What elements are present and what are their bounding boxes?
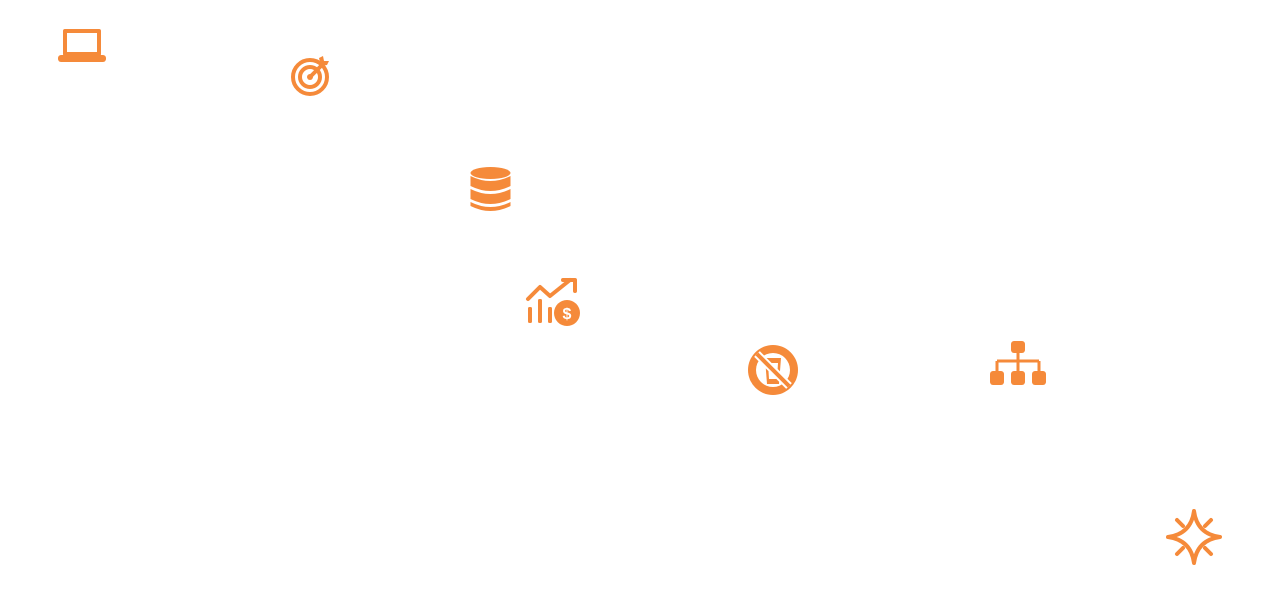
laptop-icon — [57, 27, 107, 63]
no-drink-icon — [747, 344, 799, 396]
chart-trending-up-dollar-icon: $ — [525, 277, 582, 327]
sparkle-star-icon — [1166, 509, 1222, 565]
target-arrow-icon — [290, 55, 332, 97]
sitemap-hierarchy-icon — [990, 341, 1046, 385]
svg-text:$: $ — [563, 306, 572, 323]
database-icon — [469, 166, 512, 212]
